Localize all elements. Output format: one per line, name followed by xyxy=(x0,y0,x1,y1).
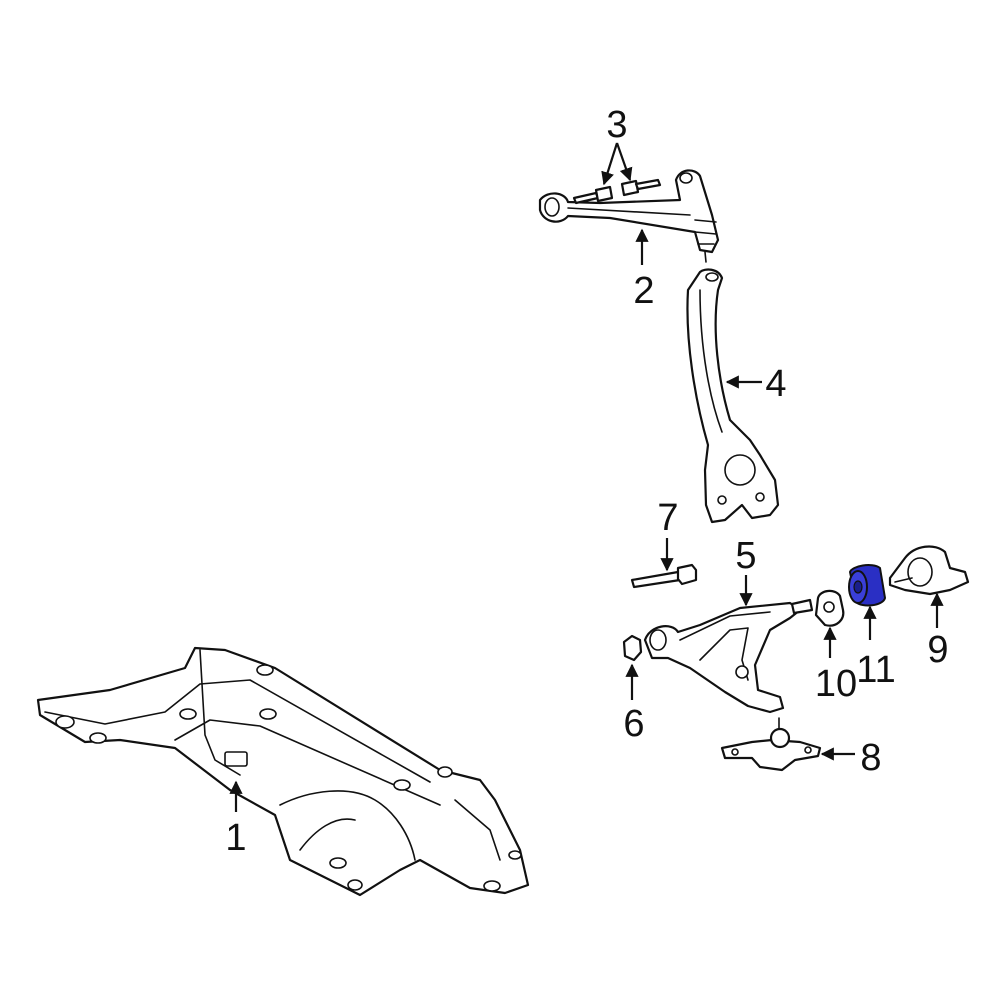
callout-2: 2 xyxy=(633,270,654,312)
crossmember-part[interactable] xyxy=(36,646,530,897)
callout-8: 8 xyxy=(860,737,881,779)
callout-1: 1 xyxy=(225,817,246,859)
bolt-part[interactable] xyxy=(630,563,698,589)
leader-lines xyxy=(229,142,944,812)
nut-part[interactable] xyxy=(622,634,643,662)
upper-control-arm-part[interactable] xyxy=(538,169,720,263)
callout-labels: 1 2 3 4 5 6 7 8 9 10 11 xyxy=(225,104,948,859)
washer-part[interactable] xyxy=(814,589,845,627)
steering-knuckle-part[interactable] xyxy=(686,268,780,524)
callout-4: 4 xyxy=(765,363,786,405)
ball-joint-part[interactable] xyxy=(720,717,822,772)
callout-5: 5 xyxy=(735,535,756,577)
bushing-part-highlighted[interactable] xyxy=(848,564,887,607)
callout-3: 3 xyxy=(606,104,627,146)
leader-3b xyxy=(615,142,633,182)
bushing-bracket-part[interactable] xyxy=(888,545,970,596)
upper-arm-bolts-part[interactable] xyxy=(572,178,662,205)
callout-10: 10 xyxy=(815,663,857,705)
lower-control-arm-part[interactable] xyxy=(643,598,814,714)
callout-7: 7 xyxy=(657,497,678,539)
callout-6: 6 xyxy=(623,703,644,745)
callout-9: 9 xyxy=(927,629,948,671)
callout-11: 11 xyxy=(856,649,895,691)
leader-3a xyxy=(601,142,619,186)
